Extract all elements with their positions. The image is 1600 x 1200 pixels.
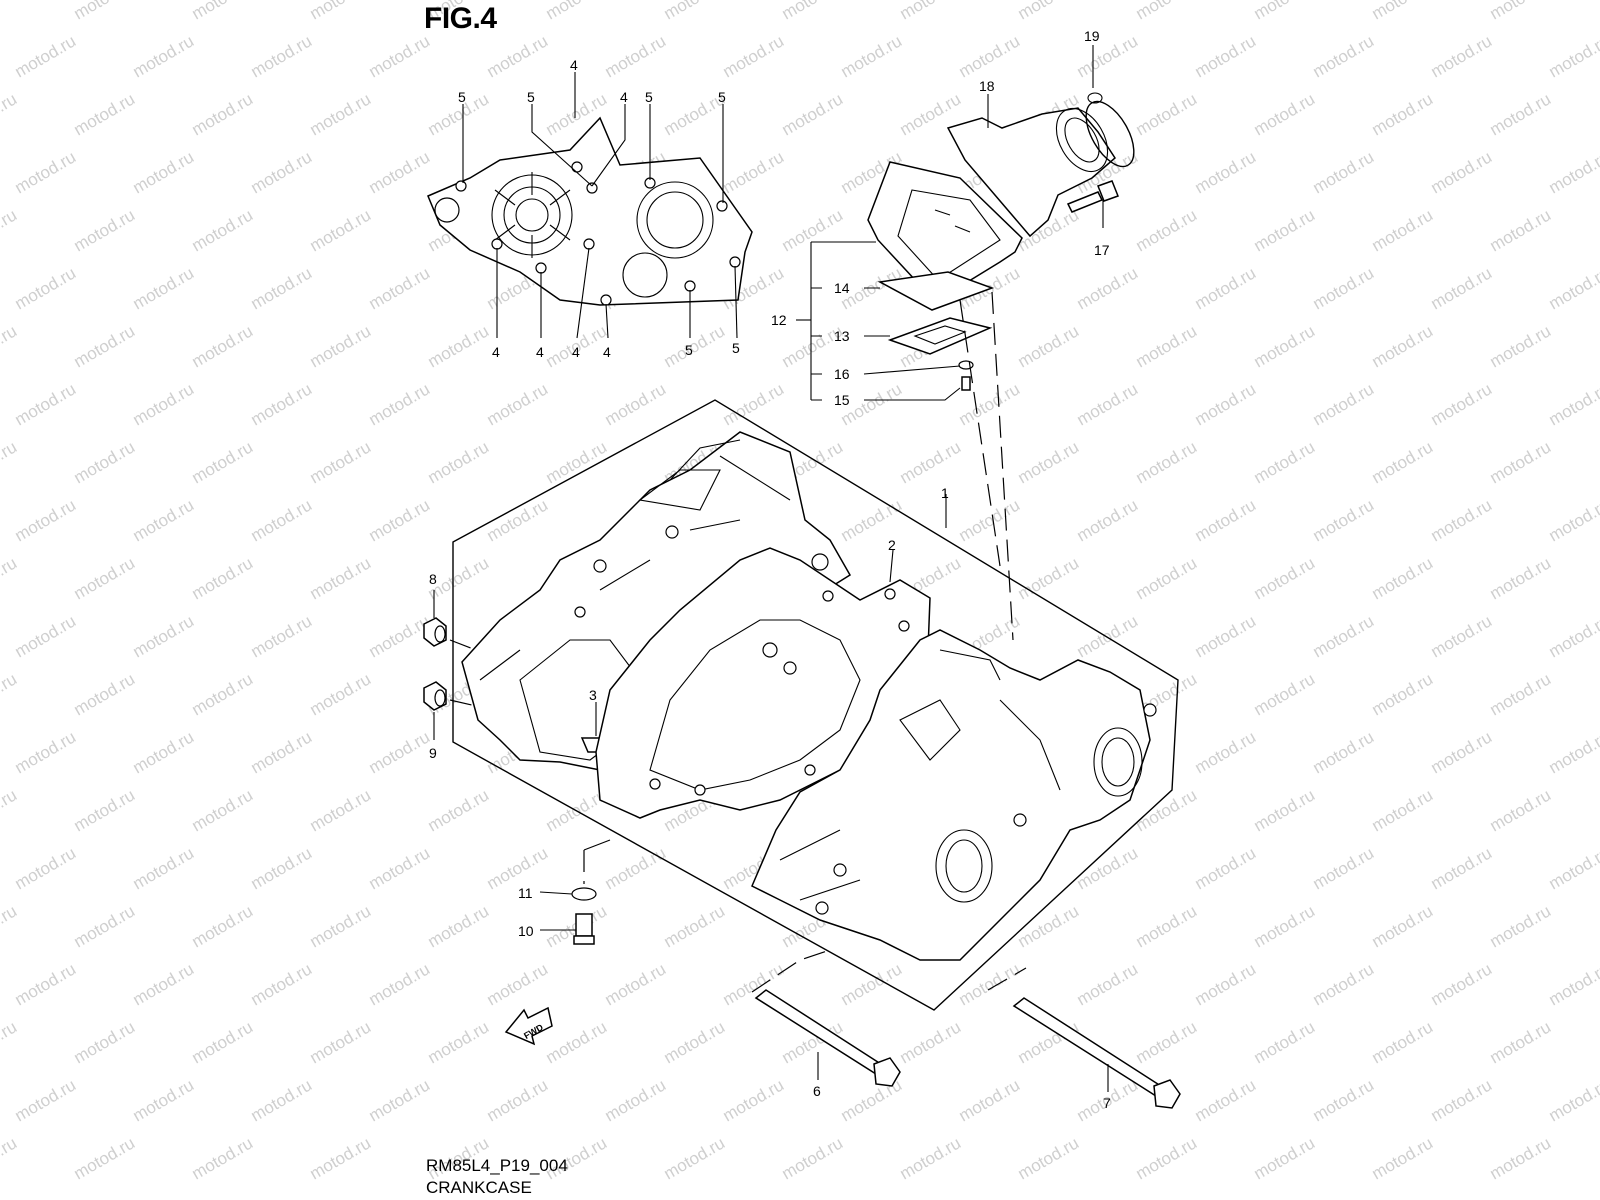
callout-13: 13 xyxy=(834,328,850,344)
callout-3: 3 xyxy=(589,687,597,703)
dashline-7 xyxy=(987,967,1027,991)
callout-4: 4 xyxy=(572,344,580,360)
intake-bolt-part xyxy=(1066,180,1119,213)
dashline-8 xyxy=(449,639,477,651)
callout-18: 18 xyxy=(979,78,995,94)
figure-caption: CRANKCASE xyxy=(426,1178,532,1197)
crankcase-cover-part xyxy=(427,116,753,306)
reed-screw-washer-part xyxy=(958,360,974,370)
reed-valve-leaf-part xyxy=(877,271,995,311)
callout-4: 4 xyxy=(603,344,611,360)
leader-11 xyxy=(539,891,573,895)
callout-4: 4 xyxy=(536,344,544,360)
reed-screw-part xyxy=(961,376,971,391)
callout-15: 15 xyxy=(834,392,850,408)
callout-2: 2 xyxy=(888,537,896,553)
callout-5: 5 xyxy=(527,89,535,105)
callout-5: 5 xyxy=(718,89,726,105)
dowel-link-line xyxy=(583,839,611,851)
callout-5: 5 xyxy=(458,89,466,105)
figure-title: FIG.4 xyxy=(424,2,497,35)
drawing-code: RM85L4_P19_004 xyxy=(426,1156,568,1175)
reed-mount-dashline-right xyxy=(991,291,1014,641)
callout-11: 11 xyxy=(518,885,533,901)
callout-14: 14 xyxy=(834,280,850,296)
crankcase-bounding-box xyxy=(452,399,1179,1011)
callout-12: 12 xyxy=(771,312,787,328)
callout-10: 10 xyxy=(518,923,534,939)
forward-direction-arrow-icon: FWD xyxy=(504,1006,553,1046)
reed-stopper-plate-part xyxy=(887,317,993,355)
right-crankcase-half-part xyxy=(751,629,1157,961)
callout-9: 9 xyxy=(429,745,437,761)
callout-7: 7 xyxy=(1103,1095,1111,1111)
callout-1: 1 xyxy=(941,485,949,501)
drain-bolt-part xyxy=(573,913,595,945)
callout-4: 4 xyxy=(620,89,628,105)
reed-valve-group-bracket xyxy=(796,241,961,401)
reed-mount-dashline-left xyxy=(959,299,1001,567)
callout-16: 16 xyxy=(834,366,850,382)
callout-19: 19 xyxy=(1084,28,1100,44)
callout-17: 17 xyxy=(1094,242,1110,258)
crankcase-bolt-long-a-part xyxy=(754,989,901,1087)
cover-leader-lines xyxy=(462,72,738,339)
oil-drain-bolt-part xyxy=(423,617,447,647)
callout-4: 4 xyxy=(570,57,578,73)
dashline-6 xyxy=(751,949,831,993)
callout-5: 5 xyxy=(645,89,653,105)
intake-pipe-part xyxy=(946,107,1116,238)
callout-8: 8 xyxy=(429,571,437,587)
intake-clamp-part xyxy=(1085,92,1135,168)
leader-2 xyxy=(889,549,894,583)
callout-5: 5 xyxy=(732,340,740,356)
dowel-washer-part xyxy=(571,887,597,901)
gasket-washer-part xyxy=(423,681,447,711)
crankcase-bolt-long-b-part xyxy=(1012,997,1181,1109)
callout-6: 6 xyxy=(813,1083,821,1099)
crankcase-gasket-part xyxy=(595,547,931,819)
dashline-9 xyxy=(449,699,477,707)
callout-5: 5 xyxy=(685,342,693,358)
callout-labels: 4 5 5 4 5 5 4 4 4 4 5 5 19 18 17 14 12 1… xyxy=(429,28,1111,1111)
callout-4: 4 xyxy=(492,344,500,360)
